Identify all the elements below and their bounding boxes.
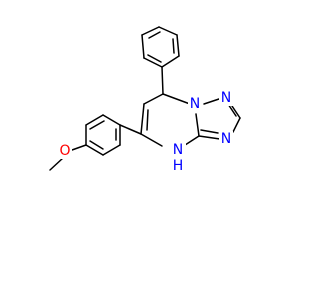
atom-nh-h: H [173,158,184,174]
bond [172,38,175,54]
bond [176,34,180,57]
methoxyphenyl-ring [85,114,121,156]
label-bg [219,131,233,147]
bond [49,157,64,171]
bond [195,113,200,137]
bond [158,26,178,36]
phenyl-ring [141,26,180,68]
bond [198,135,221,140]
bond [147,54,162,63]
bond [141,34,145,59]
bond [141,26,160,36]
bond [140,103,145,135]
bond [102,144,121,156]
atom-n-right-top: N [221,90,231,106]
atom-o: O [59,143,70,159]
bond [146,109,149,131]
label-bg [219,90,233,106]
bond [161,66,164,95]
bond [143,93,164,105]
bond [89,140,104,150]
label-bg [58,143,72,159]
molecule-structure: N N N N H O [49,26,241,174]
bond [85,114,104,126]
label-bg [188,96,202,112]
bond [89,120,105,130]
bond [143,57,163,68]
label-bg [170,142,186,158]
bond [161,55,180,68]
atom-n-right-bottom: N [221,131,231,147]
bond [232,117,241,133]
bond [148,31,161,39]
atom-n-top: N [190,96,200,112]
atom-nh-n: N [173,142,183,158]
bond [71,144,87,151]
bond [140,133,163,147]
bond [119,124,142,135]
bond [102,114,121,126]
label-bg [170,158,186,174]
bond [85,144,104,156]
bond [231,105,241,119]
molecule-canvas: N N N N H O [49,26,241,174]
bond [162,93,191,105]
bond [200,129,219,134]
